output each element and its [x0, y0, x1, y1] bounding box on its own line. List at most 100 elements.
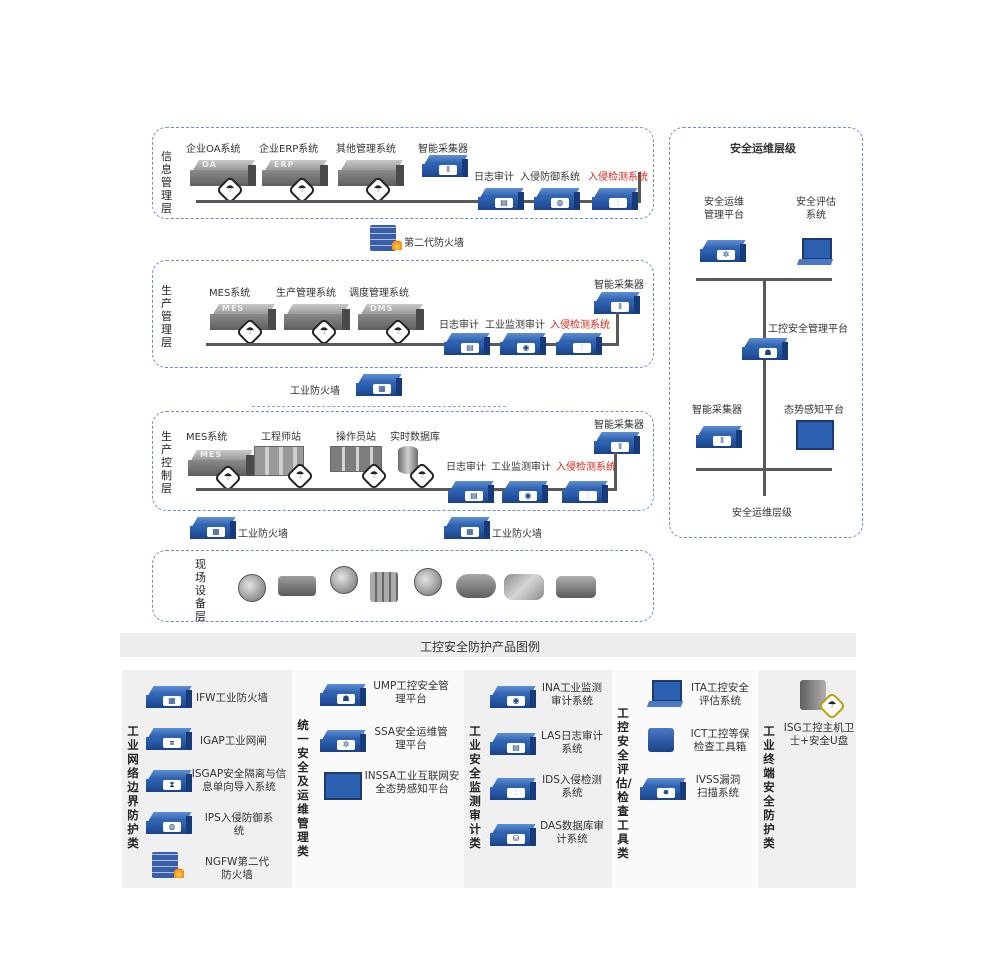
field-fw-left-device: ▦ — [190, 517, 236, 539]
pc-bus-riser — [614, 452, 617, 491]
other-mgmt-label: 其他管理系统 — [336, 144, 396, 155]
ssa-label: SSA安全运维管理平台 — [374, 726, 448, 751]
ops-collector-device: ⫴ — [696, 426, 742, 448]
erp-label: 企业ERP系统 — [259, 144, 319, 155]
ops-bus-bottom — [696, 468, 832, 471]
info-collector-device: ⫴ — [422, 155, 468, 177]
ngfw-label: 第二代防火墙 — [404, 238, 464, 249]
pm-ind-audit-label: 工业监测审计 — [485, 320, 545, 331]
pc-collector-label: 智能采集器 — [594, 420, 644, 431]
ips-device: ◍ — [146, 812, 192, 834]
field-layer-zone — [152, 550, 654, 622]
motor-icon — [456, 574, 496, 598]
ind-fw-device: ▦ — [356, 374, 402, 396]
pc-bus — [196, 488, 616, 491]
ict-label: ICT工控等保检查工具箱 — [690, 728, 750, 753]
legend-col-3 — [464, 670, 612, 888]
pm-collector-label: 智能采集器 — [594, 280, 644, 291]
flame-icon — [392, 238, 402, 250]
ops-platform-label: 安全运维管理平台 — [704, 197, 744, 221]
ita-label: ITA工控安全评估系统 — [691, 682, 749, 707]
pm-prodmgmt-label: 生产管理系统 — [276, 288, 336, 299]
pc-mes-label: MES系统 — [186, 432, 228, 443]
field-fw-right-label: 工业防火墙 — [492, 529, 542, 540]
pm-ind-audit-device: ◉ — [500, 333, 546, 355]
pc-ind-audit-device: ◉ — [502, 481, 548, 503]
pc-log-audit-label: 日志审计 — [446, 462, 486, 473]
info-layer-zone — [152, 127, 654, 219]
pm-log-audit-label: 日志审计 — [439, 320, 479, 331]
inssa-label: INSSA工业互联网安全态势感知平台 — [364, 770, 460, 795]
ics-platform-device: ☗ — [742, 338, 788, 360]
info-log-audit-device: ▤ — [478, 188, 524, 210]
pm-bus — [206, 343, 618, 346]
gauge-icon — [238, 574, 266, 602]
ops-platform-device: ✲ — [700, 240, 746, 262]
ops-zone — [669, 127, 863, 538]
ops-footer: 安全运维层级 — [732, 508, 792, 519]
bracket-icon — [504, 574, 544, 600]
ita-laptop-icon — [646, 680, 684, 708]
isgap-device: ⧗ — [146, 770, 192, 792]
ids-legend-device: ⫶ — [490, 778, 536, 800]
ina-device: ◉ — [490, 686, 536, 708]
prod-ctrl-zone — [152, 411, 654, 511]
las-label: LAS日志审计系统 — [541, 730, 603, 755]
inssa-monitor-icon — [324, 772, 362, 800]
oa-label: 企业OA系统 — [186, 144, 241, 155]
field-fw-right-device: ▦ — [444, 517, 490, 539]
pc-rtdb-label: 实时数据库 — [390, 432, 440, 443]
info-ids-label: 入侵检测系统 — [588, 172, 648, 183]
pc-log-audit-device: ▤ — [448, 481, 494, 503]
situation-label: 态势感知平台 — [784, 405, 844, 416]
eval-laptop-icon — [796, 238, 834, 266]
ina-label: INA工业监测审计系统 — [541, 682, 603, 707]
info-ips-device: ◍ — [534, 188, 580, 210]
isgap-label: ISGAP安全隔离与信息单向导入系统 — [191, 768, 287, 793]
ssa-device: ✲ — [320, 730, 366, 752]
pipe-icon — [556, 576, 596, 598]
ngfw-legend-label: NGFW第二代防火墙 — [205, 856, 269, 881]
ivss-label: IVSS漏洞扫描系统 — [695, 774, 741, 799]
pm-ids-device: ⫶ — [556, 333, 602, 355]
pc-ind-audit-label: 工业监测审计 — [491, 462, 551, 473]
cat3-label: 工业安全监测审计类 — [469, 724, 481, 850]
valve-icon — [414, 568, 442, 596]
pc-collector-device: ⫴ — [594, 432, 640, 454]
firewall-icon — [370, 225, 396, 251]
las-device: ▤ — [490, 733, 536, 755]
situation-monitor-icon — [796, 420, 834, 450]
info-bus-riser — [638, 172, 641, 203]
field-layer-label: 现场设备层 — [195, 558, 206, 623]
prod-ctrl-label: 生产控制层 — [161, 430, 172, 495]
pc-ids-device: ⫶ — [562, 481, 608, 503]
legend-col-2 — [292, 670, 464, 888]
ict-toolbox-icon — [648, 728, 674, 752]
transmitter-icon — [330, 566, 358, 594]
ics-platform-label: 工控安全管理平台 — [768, 324, 848, 335]
prod-mgmt-zone — [152, 260, 654, 368]
flowmeter-icon — [278, 576, 316, 596]
ivss-device: ✸ — [640, 778, 686, 800]
legend-title: 工控安全防护产品图例 — [420, 640, 541, 654]
info-ids-device: ⫶ — [592, 188, 638, 210]
info-bus — [196, 200, 640, 203]
pm-ids-label: 入侵检测系统 — [550, 320, 610, 331]
igap-label: IGAP工业网闸 — [200, 735, 267, 747]
igap-device: ⧈ — [146, 728, 192, 750]
ifw-device: ▦ — [146, 686, 192, 708]
prod-mgmt-label: 生产管理层 — [161, 284, 172, 349]
pm-bus-riser — [616, 312, 619, 346]
pm-mes-label: MES系统 — [209, 288, 251, 299]
pm-collector-device: ⫴ — [594, 292, 640, 314]
legend-title-bar — [120, 633, 856, 657]
ops-backbone — [763, 278, 766, 496]
info-log-audit-label: 日志审计 — [474, 172, 514, 183]
cat1-label: 工业网络边界防护类 — [127, 724, 139, 850]
database-icon — [398, 446, 418, 474]
ngfw-firewall-icon — [152, 852, 178, 878]
pm-dispatch-label: 调度管理系统 — [349, 288, 409, 299]
connector-line — [252, 406, 506, 407]
cat2-label: 统一安全及运维管理类 — [297, 718, 309, 858]
ops-eval-label: 安全评估系统 — [796, 197, 836, 221]
